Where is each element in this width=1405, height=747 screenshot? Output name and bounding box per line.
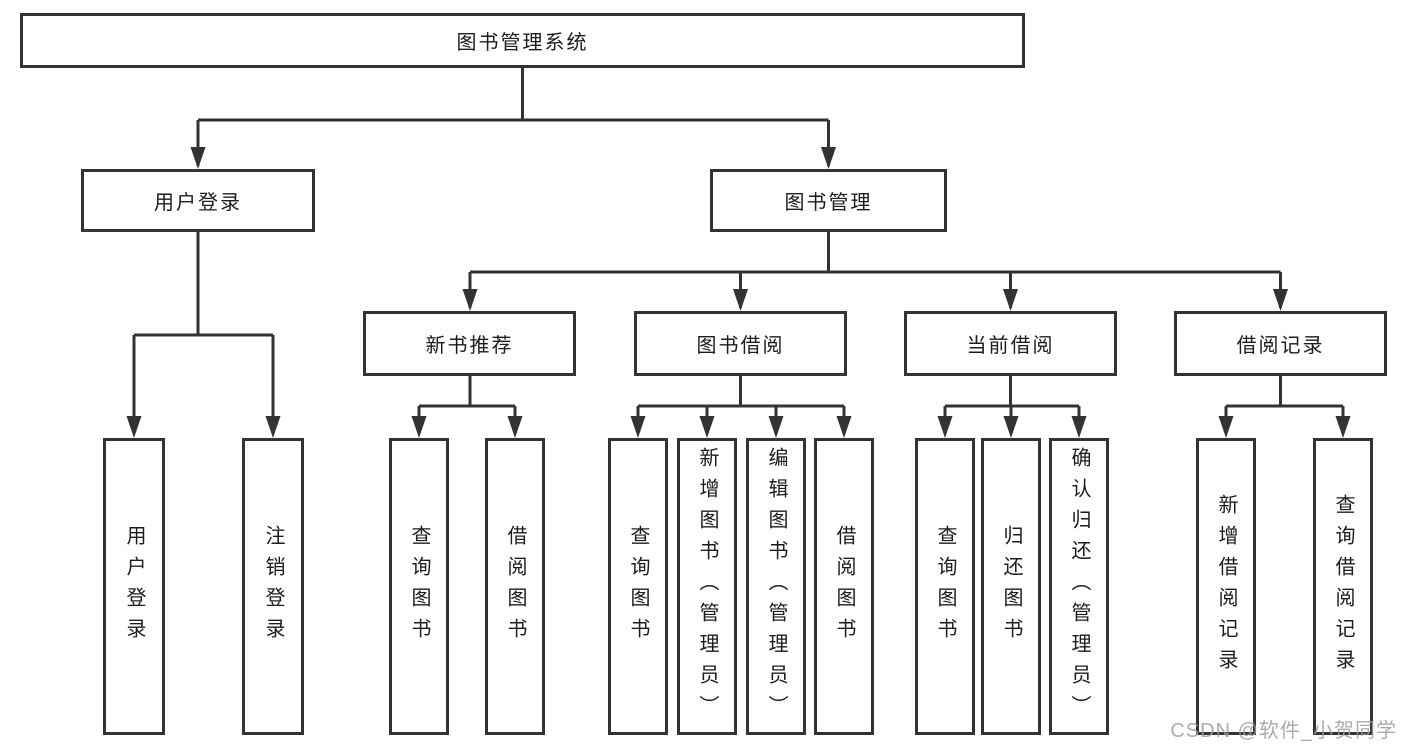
node-label: 用户登录: [154, 192, 242, 214]
leaf-label: 新增借阅记录: [1215, 493, 1237, 680]
leaf-label: 注销登录: [262, 524, 284, 649]
leaf-label: 查询图书: [408, 524, 430, 649]
node-label: 图书管理: [784, 192, 873, 214]
node-label: 新书推荐: [425, 335, 514, 357]
leaf-query-borrow-record: 查询借阅记录: [1313, 438, 1373, 735]
leaf-confirm-return-admin: 确认归还（管理员）: [1049, 438, 1109, 735]
leaf-query-books-recommend: 查询图书: [389, 438, 449, 735]
node-label: 借阅记录: [1236, 335, 1325, 357]
watermark: CSDN @软件_小贺同学: [1170, 720, 1397, 742]
leaf-return-books: 归还图书: [981, 438, 1041, 735]
leaf-user-login: 用户登录: [103, 438, 165, 735]
arrow-down-icons: [126, 147, 1351, 438]
leaf-borrow-books: 借阅图书: [814, 438, 874, 735]
leaf-add-borrow-record: 新增借阅记录: [1196, 438, 1256, 735]
node-current-borrowing: 当前借阅: [904, 311, 1117, 376]
tree-edges: [132, 68, 1345, 434]
leaf-label: 查询图书: [627, 524, 649, 649]
leaf-borrow-books-recommend: 借阅图书: [485, 438, 545, 735]
leaf-label: 编辑图书（管理员）: [765, 447, 787, 726]
leaf-label: 归还图书: [1000, 524, 1022, 649]
leaf-label: 借阅图书: [504, 524, 526, 649]
node-label: 图书借阅: [696, 335, 785, 357]
leaf-logout: 注销登录: [242, 438, 304, 735]
leaf-label: 借阅图书: [833, 524, 855, 649]
node-book-management: 图书管理: [710, 169, 947, 232]
node-label: 当前借阅: [966, 335, 1055, 357]
node-label: 图书管理系统: [456, 32, 589, 54]
leaf-label: 新增图书（管理员）: [696, 447, 718, 726]
node-book-borrowing: 图书借阅: [634, 311, 847, 376]
node-new-book-recommendation: 新书推荐: [363, 311, 576, 376]
node-borrowing-records: 借阅记录: [1174, 311, 1387, 376]
leaf-label: 查询借阅记录: [1332, 493, 1354, 680]
leaf-label: 确认归还（管理员）: [1068, 447, 1090, 726]
node-library-management-system: 图书管理系统: [20, 13, 1025, 68]
node-user-login: 用户登录: [81, 169, 315, 232]
leaf-label: 查询图书: [934, 524, 956, 649]
leaf-add-books-admin: 新增图书（管理员）: [677, 438, 737, 735]
leaf-edit-books-admin: 编辑图书（管理员）: [746, 438, 806, 735]
leaf-label: 用户登录: [123, 524, 145, 649]
leaf-query-books-current: 查询图书: [915, 438, 975, 735]
leaf-query-books-borrow: 查询图书: [608, 438, 668, 735]
